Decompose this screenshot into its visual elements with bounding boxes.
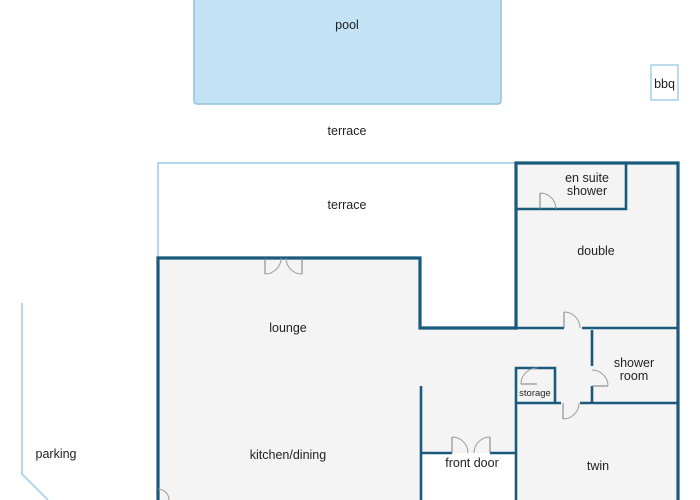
- en-suite-label-1: en suite: [565, 171, 609, 185]
- en-suite-door-arc: [539, 192, 557, 210]
- double-label: double: [577, 244, 615, 258]
- lounge-door-arc-left: [264, 257, 282, 275]
- front-entry-floor: [422, 453, 515, 500]
- exterior-wall-right: [514, 161, 680, 500]
- parking-label: parking: [36, 447, 77, 461]
- pool: [193, 0, 502, 105]
- terrace-outer-label: terrace: [328, 124, 367, 138]
- parking-outline: [21, 303, 49, 500]
- terrace-outline: [157, 162, 516, 258]
- kitchen-dining-label: kitchen/dining: [250, 448, 326, 462]
- en-suite-label-2: shower: [567, 184, 607, 198]
- storage-door-arc: [520, 367, 538, 385]
- double-door-arc: [563, 311, 581, 329]
- bbq: [650, 64, 679, 101]
- en-suite-wall: [516, 163, 628, 211]
- kitchen-door-arc: [157, 488, 170, 500]
- lounge-label: lounge: [269, 321, 307, 335]
- front-door-arc-left: [451, 436, 469, 454]
- shower-room-door-arc: [591, 369, 609, 387]
- pool-label: pool: [335, 18, 359, 32]
- bbq-label: bbq: [654, 77, 675, 91]
- house-floor: [158, 163, 678, 500]
- front-door-label: front door: [445, 456, 499, 470]
- front-door-arc-right: [473, 436, 491, 454]
- exterior-wall-left: [156, 256, 518, 500]
- twin-door-arc: [562, 402, 580, 420]
- lounge-door-arc-right: [285, 257, 303, 275]
- storage-label: storage: [519, 388, 551, 399]
- terrace-inner-label: terrace: [328, 198, 367, 212]
- twin-label: twin: [587, 459, 609, 473]
- shower-room-label-1: shower: [614, 356, 654, 370]
- shower-room-label-2: room: [620, 369, 648, 383]
